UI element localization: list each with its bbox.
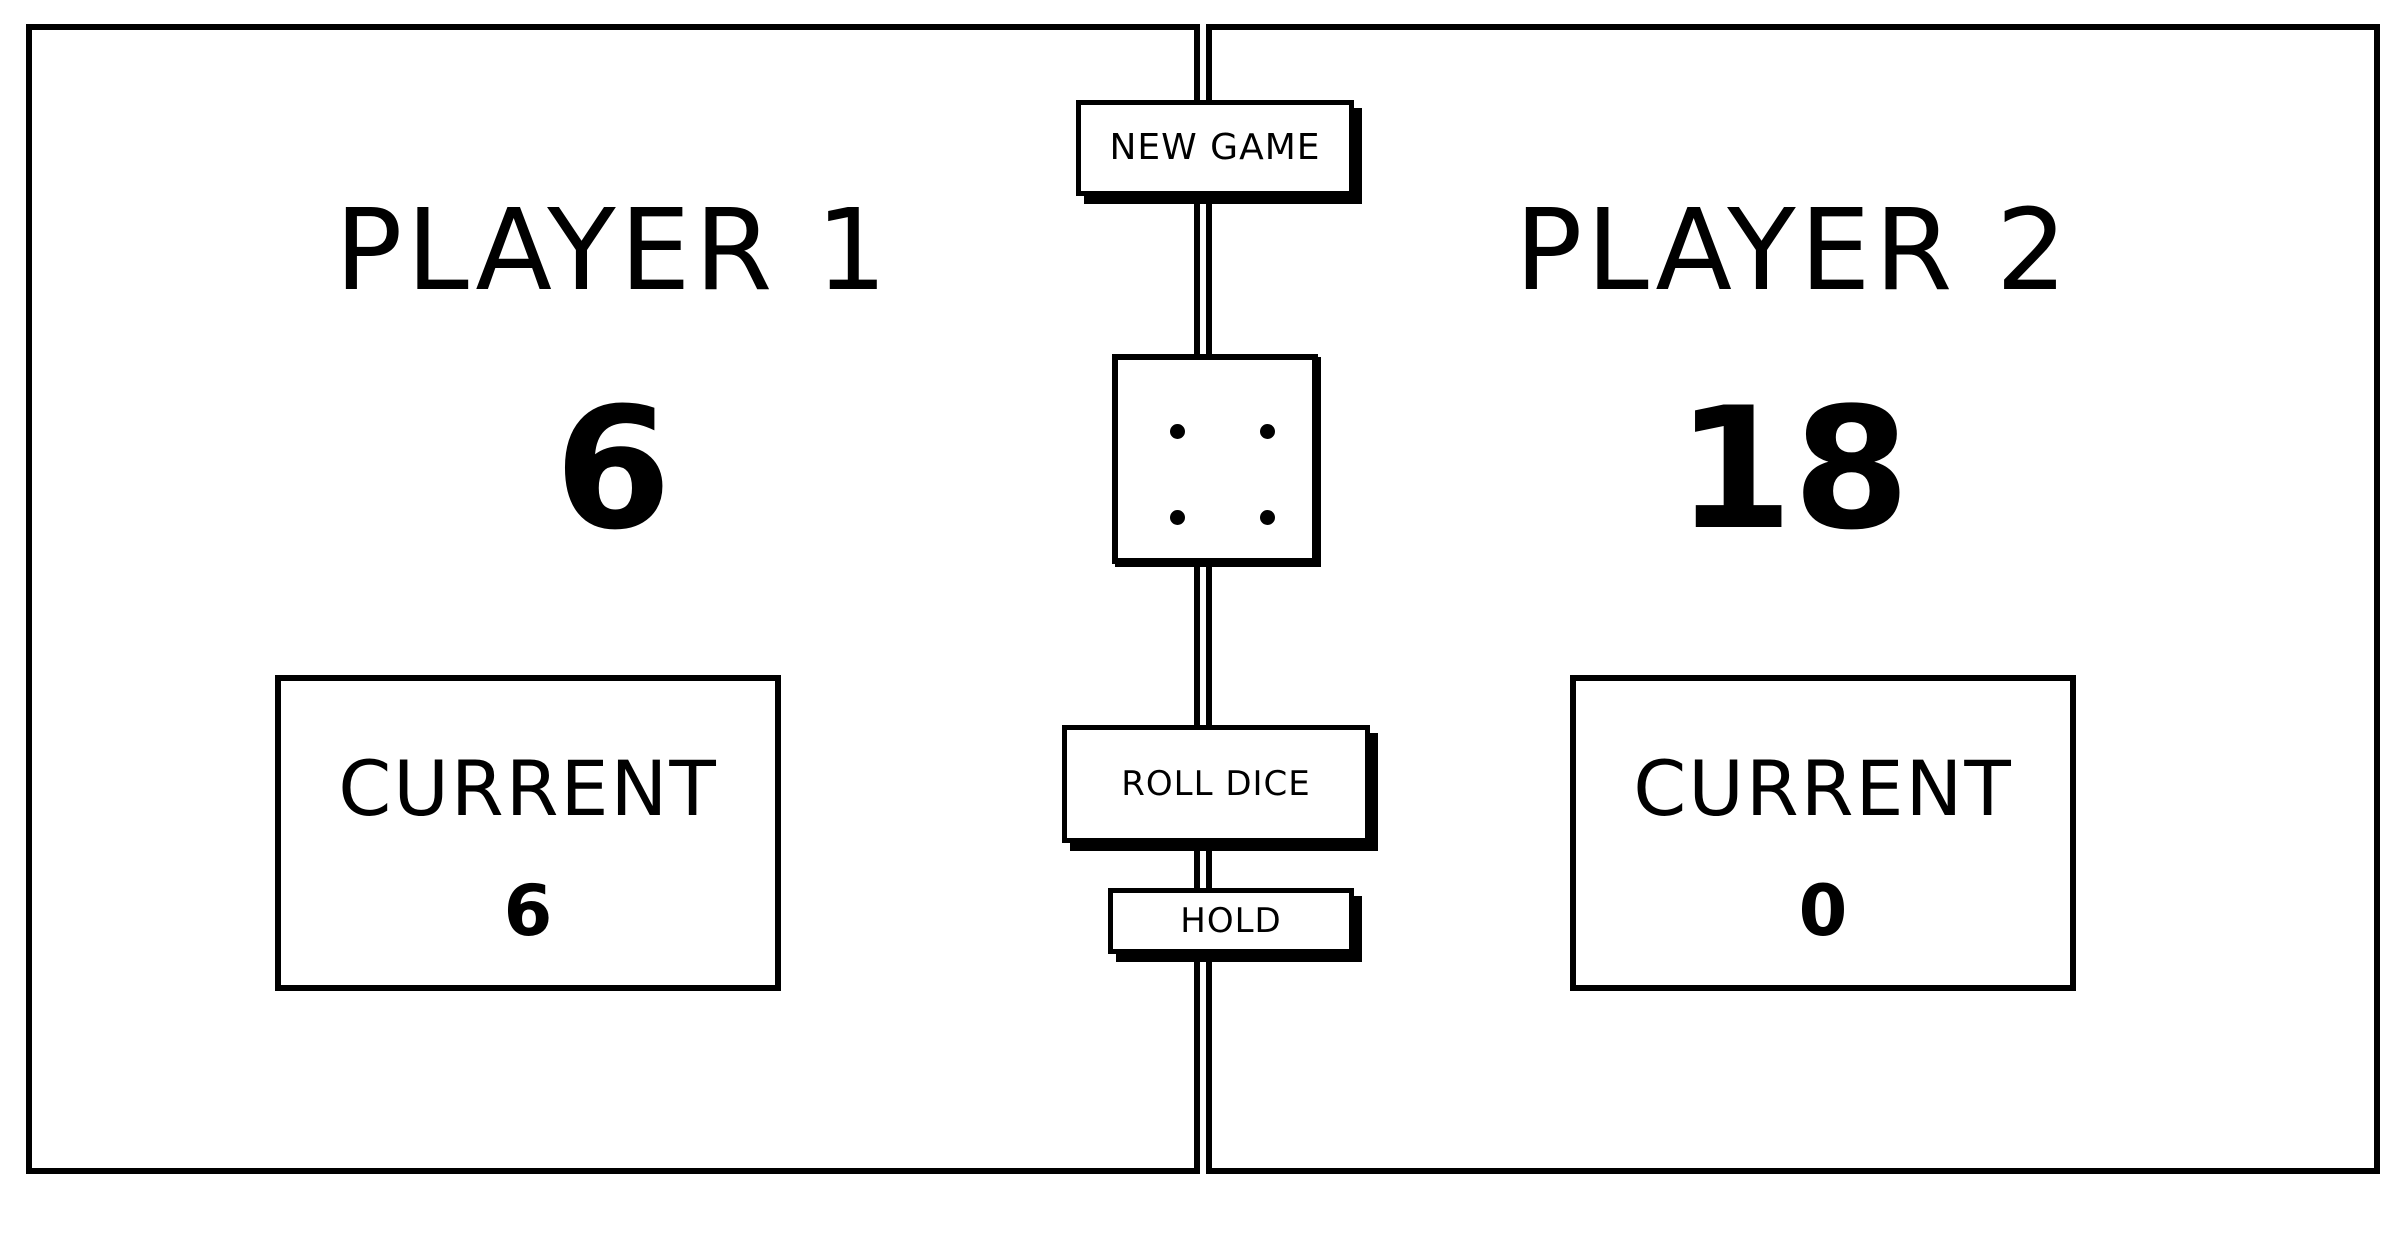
dice-pip xyxy=(1170,510,1185,525)
dice-pip xyxy=(1260,510,1275,525)
dice-pip xyxy=(1260,424,1275,439)
player-2-current-box: CURRENT 0 xyxy=(1570,675,2076,991)
player-1-name: PLAYER 1 xyxy=(334,186,892,316)
player-2-current-value: 0 xyxy=(1798,870,1848,952)
player-2-score: 18 xyxy=(1676,371,1910,567)
dice-pip xyxy=(1170,424,1185,439)
dice-four-icon xyxy=(1112,354,1318,564)
player-1-panel: PLAYER 1 6 CURRENT 6 xyxy=(26,24,1200,1174)
player-1-current-value: 6 xyxy=(503,870,553,952)
player-2-current-label: CURRENT xyxy=(1633,744,2013,833)
new-game-button[interactable]: NEW GAME xyxy=(1076,100,1354,196)
player-1-current-box: CURRENT 6 xyxy=(275,675,781,991)
player-1-score: 6 xyxy=(554,371,672,567)
hold-button[interactable]: HOLD xyxy=(1108,888,1354,954)
roll-dice-button[interactable]: ROLL DICE xyxy=(1062,725,1370,843)
player-1-current-label: CURRENT xyxy=(338,744,718,833)
player-2-panel: PLAYER 2 18 CURRENT 0 xyxy=(1206,24,2380,1174)
player-2-name: PLAYER 2 xyxy=(1514,186,2072,316)
